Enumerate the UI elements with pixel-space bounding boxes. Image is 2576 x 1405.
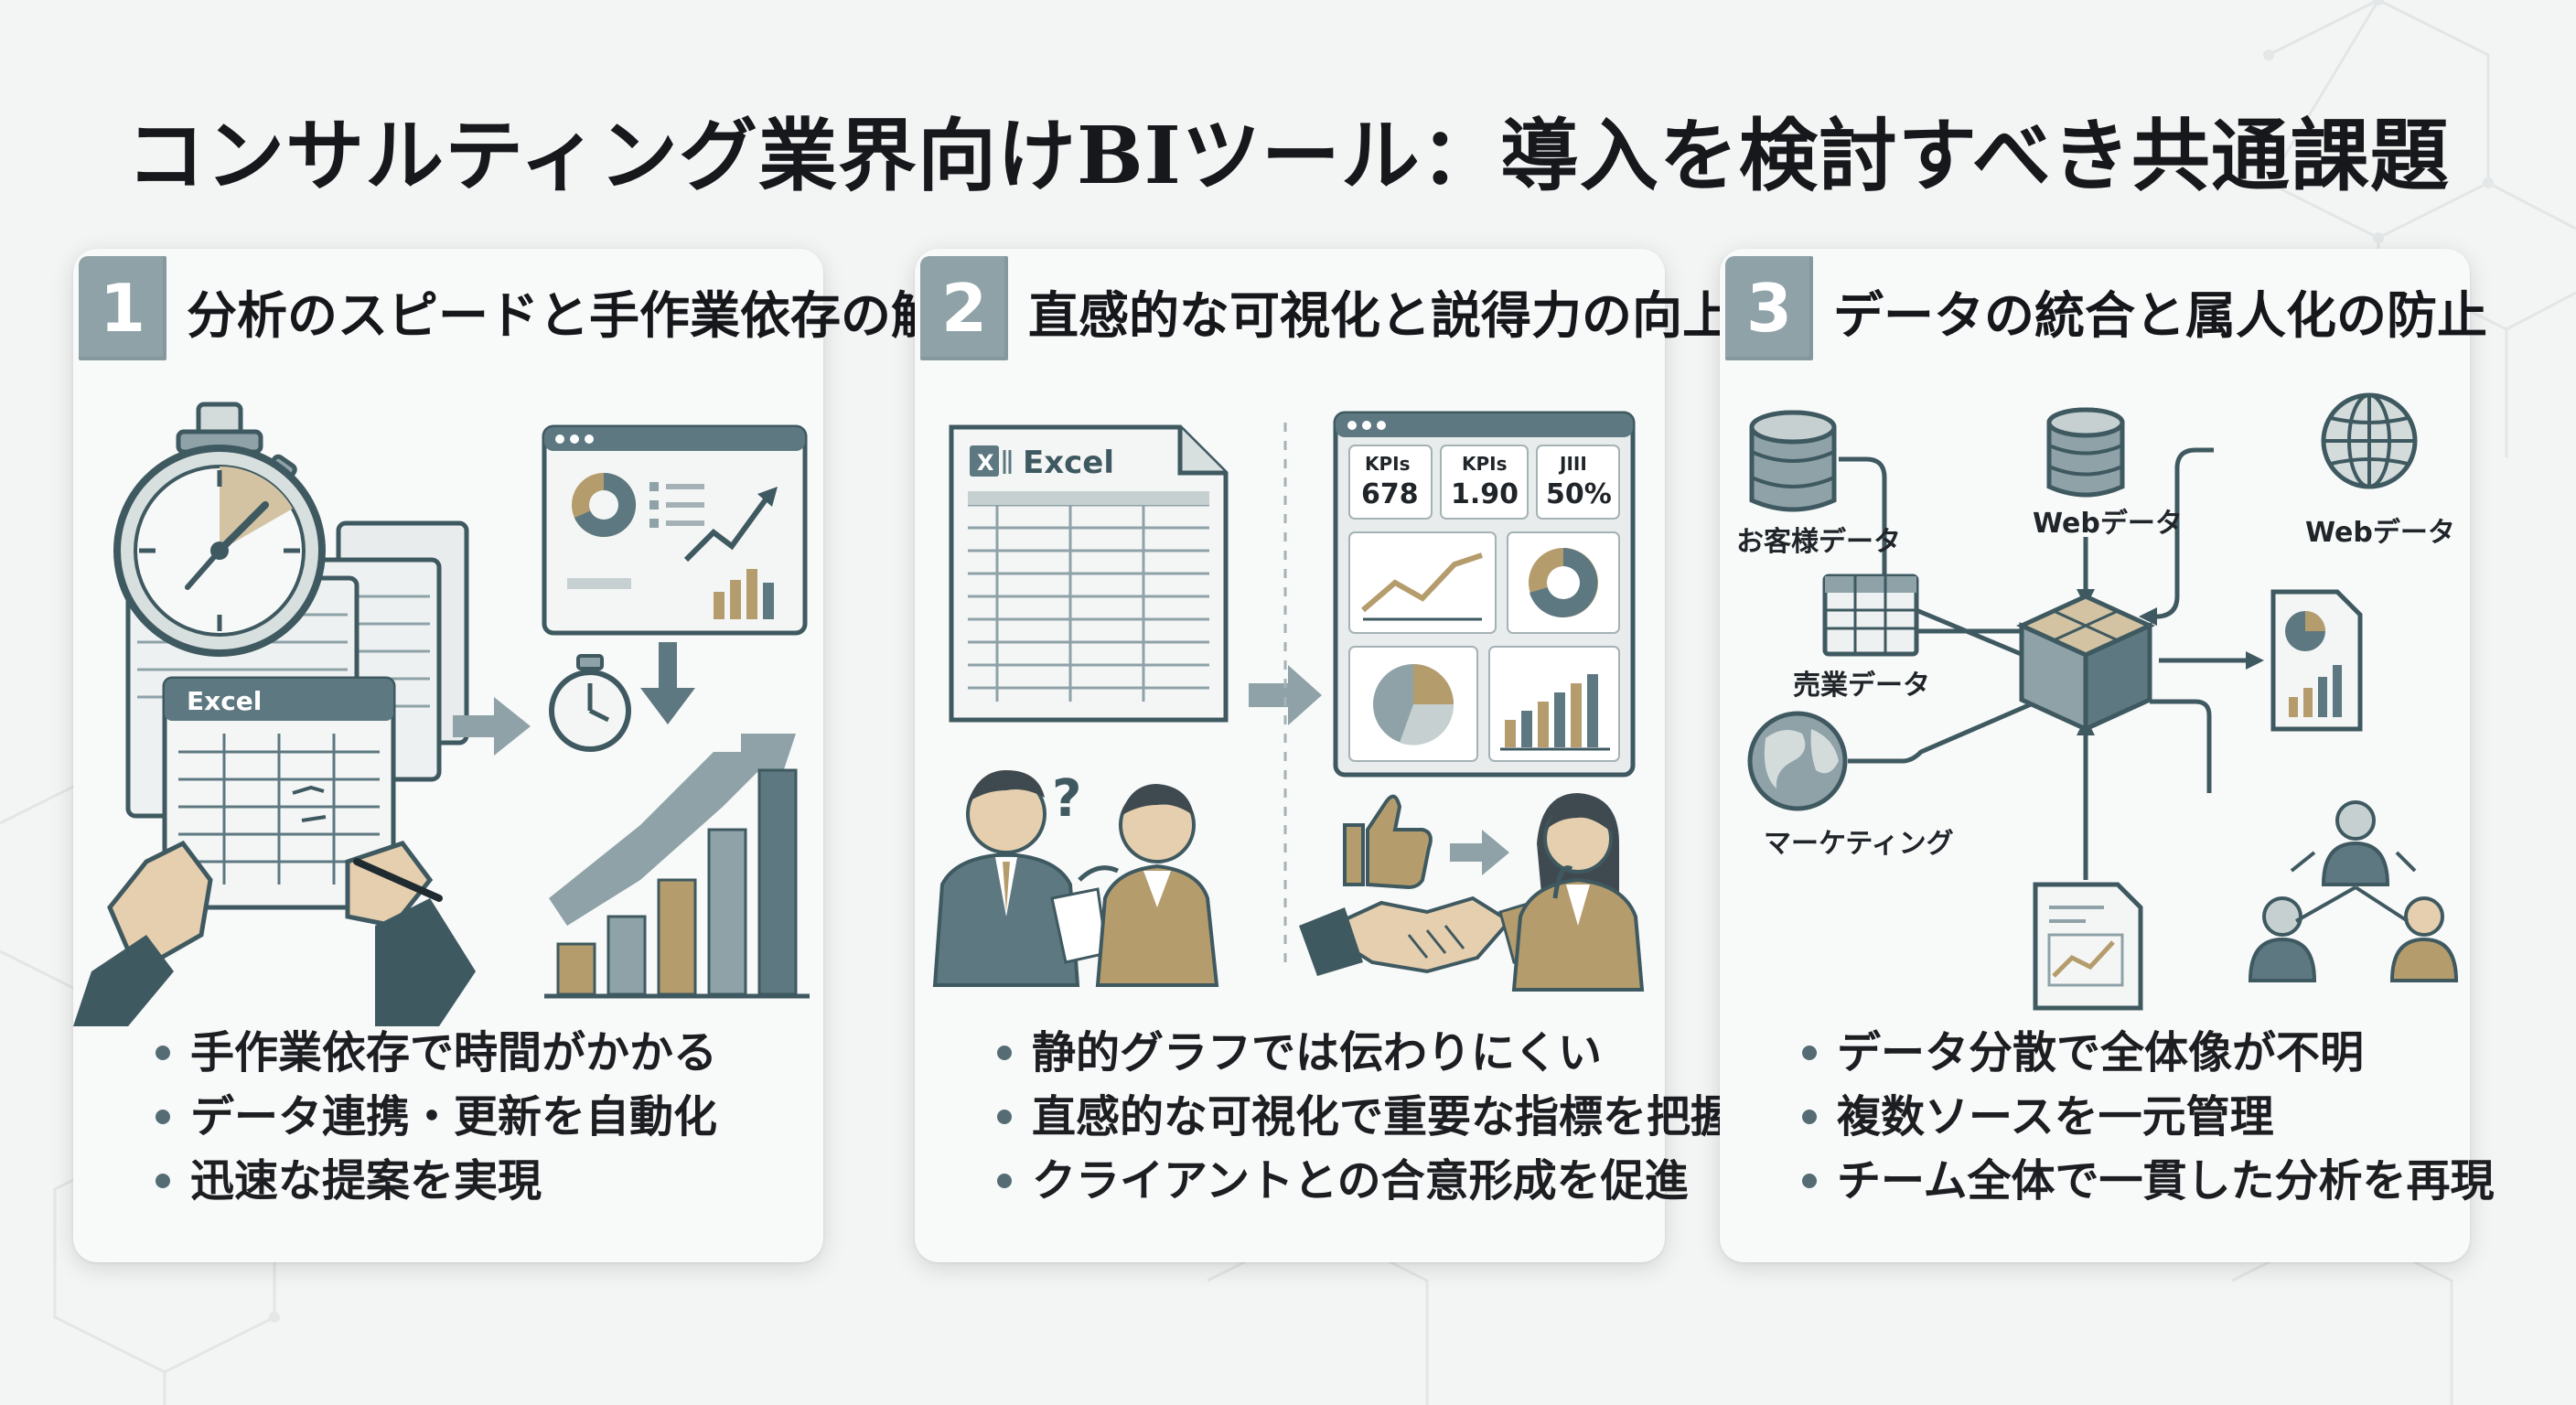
illustration-static-vs-dashboard: X Excel KPIs 678 KPIs 1.90 JIII 50% [932,411,1645,992]
card-header: 3 データの統合と属人化の防止 [1720,249,2488,370]
bullet-item: 静的グラフでは伝わりにくい [993,1021,1734,1085]
bullet-item: 直感的な可視化で重要な指標を把握 [993,1085,1734,1149]
table-icon [1822,574,1919,657]
bullet-item: チーム全体で一貫した分析を再現 [1798,1149,2495,1213]
page-title: コンサルティング業界向けBIツール：導入を検討すべき共通課題 [126,110,2450,202]
kpi-tile-value: 50% [1546,478,1612,510]
report-icon [2270,589,2363,732]
consultant-woman-icon [1511,793,1645,992]
excel-label: Excel [187,686,262,716]
dashboard-icon [542,424,808,636]
illustration-manual-vs-automated: Excel [73,402,810,1026]
kpi-tile-value: 1.90 [1451,478,1519,510]
bullet-item: クライアントとの合意形成を促進 [993,1149,1734,1213]
source-label-sales: 売業データ [1793,670,1930,702]
kpi-tile-value: 678 [1361,478,1419,510]
data-hub-cube-icon [2015,594,2156,733]
source-label-web: Webデータ [2033,508,2183,540]
excel-x-label: X [977,450,994,476]
card-header: 2 直感的な可視化と説得力の向上 [915,249,1733,370]
card-number-badge: 1 [79,256,166,360]
bullet-list: 静的グラフでは伝わりにくい 直感的な可視化で重要な指標を把握 クライアントとの合… [993,1021,1734,1213]
source-label-customer: お客様データ [1736,526,1901,558]
excel-sheet-icon: X Excel [949,424,1229,723]
bar-chart-icon [544,768,810,999]
arrow-right-icon [1249,665,1322,725]
arrow-down-icon [640,642,695,724]
bullet-list: データ分散で全体像が不明 複数ソースを一元管理 チーム全体で一貫した分析を再現 [1798,1021,2495,1213]
card-number-badge: 3 [1725,256,1813,360]
card-title: 直感的な可視化と説得力の向上 [1028,286,1733,345]
excel-label: Excel [1023,445,1114,481]
bullet-item: データ連携・更新を自動化 [152,1085,717,1149]
stopwatch-icon [113,402,326,657]
bullet-list: 手作業依存で時間がかかる データ連携・更新を自動化 迅速な提案を実現 [152,1021,717,1213]
database-icon [2046,407,2125,498]
card-visualization: 2 直感的な可視化と説得力の向上 X Excel [915,249,1734,1262]
consultants-confused-icon: ? [932,769,1219,987]
kpi-tile-label: KPIs [1462,453,1508,475]
card-data-integration: 3 データの統合と属人化の防止 [1720,249,2495,1262]
thumbs-up-icon [1343,794,1433,890]
arrow-right-icon [453,697,531,756]
card-analysis-speed: 1 分析のスピードと手作業依存の解消 Excel [73,249,993,1262]
card-title: 分析のスピードと手作業依存の解消 [187,286,993,345]
hands-writing-icon [73,840,476,1026]
small-stopwatch-icon [549,654,631,752]
kpi-tile-label: JIII [1558,453,1587,475]
arrow-right-small-icon [1450,830,1509,875]
database-icon [1749,410,1837,512]
illustration-data-hub: お客様データ Webデータ Webデータ 売業データ [1736,392,2459,1011]
source-label-web-2: Webデータ [2305,517,2455,549]
bullet-item: 迅速な提案を実現 [152,1149,717,1213]
growth-arrow-icon [549,734,796,926]
card-title: データの統合と属人化の防止 [1833,286,2488,345]
question-mark: ? [1052,769,1081,829]
document-chart-icon [2033,882,2143,1011]
card-header: 1 分析のスピードと手作業依存の解消 [73,249,993,370]
team-icon [2248,800,2459,982]
source-label-marketing: マーケティング [1764,828,1954,860]
bullet-item: 複数ソースを一元管理 [1798,1085,2495,1149]
bullet-item: データ分散で全体像が不明 [1798,1021,2495,1085]
kpi-tile-label: KPIs [1365,453,1411,475]
world-icon [1747,711,1848,811]
card-number-badge: 2 [920,256,1008,360]
globe-icon [2321,392,2418,489]
bullet-item: 手作業依存で時間がかかる [152,1021,717,1085]
kpi-dashboard-icon: KPIs 678 KPIs 1.90 JIII 50% [1333,411,1636,778]
